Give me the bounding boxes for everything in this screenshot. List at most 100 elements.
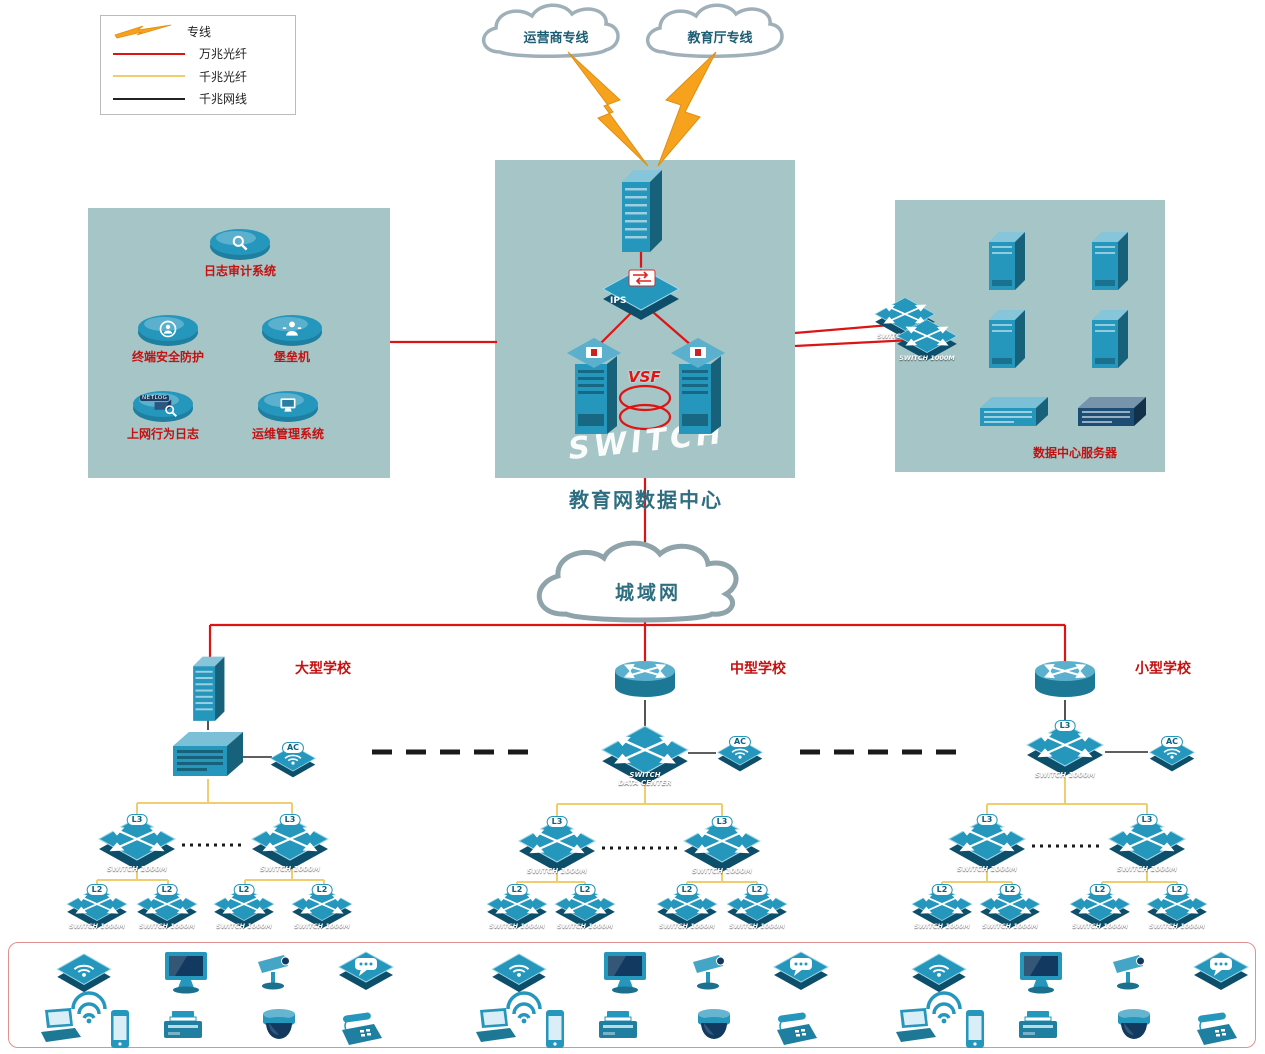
dome-camera-icon [1113, 1008, 1155, 1046]
smartphone-icon [962, 1008, 988, 1050]
wifi-signal-icon [503, 990, 545, 1026]
ac-tag: AC [1160, 736, 1184, 748]
rack-server-icon [978, 394, 1050, 430]
switch-label: SWITCH 1000M [691, 867, 753, 875]
school-medium-label: 中型学校 [730, 661, 786, 677]
l3-switch: L3 SWITCH 1000M [682, 816, 762, 875]
l2-switch: L2 SWITCH 1000M [1068, 884, 1132, 930]
fax-phone-icon [1191, 1008, 1241, 1050]
l3-switch: L3 SWITCH 1000M [947, 814, 1027, 873]
switch-label: SWITCH 1000M [956, 865, 1018, 873]
router-icon [613, 658, 677, 700]
dome-camera-icon [258, 1008, 300, 1046]
l2-switch: L2 SWITCH 1000M [553, 884, 617, 930]
switch-label: SWITCH 1000M [1034, 771, 1096, 779]
legend-row-1g-fiber: 千兆光纤 [113, 68, 283, 85]
red-line-icon [113, 52, 185, 55]
monitor-glyph-icon [278, 395, 298, 415]
firewall-icon [616, 164, 666, 256]
lightning-icon [114, 24, 172, 39]
log-audit-label: 日志审计系统 [203, 264, 276, 278]
switch-label: SWITCH 1000M [659, 922, 715, 930]
magnifier-icon [230, 233, 250, 253]
switch-tag: L2 [1089, 884, 1111, 896]
datacenter-title: 教育网数据中心 [569, 488, 723, 512]
ac-controller: AC [269, 742, 317, 779]
vsf-label: VSF [628, 368, 661, 386]
switch-tag: L3 [1136, 814, 1158, 826]
switch-tag: L3 [711, 816, 733, 828]
wireless-ap-icon [55, 952, 113, 994]
switch-label: SWITCH 1000M [914, 922, 970, 930]
ac-tag: AC [281, 742, 305, 754]
switch-label: DATA CENTER [618, 779, 672, 787]
l3-switch: L3 SWITCH 1000M [97, 814, 177, 873]
l2-switch: L2 SWITCH 1000M [725, 884, 789, 930]
yellow-line-icon [113, 75, 185, 78]
man-cloud-label: 城域网 [614, 582, 681, 604]
bastion-host-label: 堡垒机 [273, 350, 310, 364]
endpoint-security-label: 终端安全防护 [131, 350, 204, 364]
wifi-signal-icon [923, 990, 965, 1026]
switch-label: SWITCH 1000M [489, 922, 545, 930]
rack-server-icon [1076, 394, 1148, 430]
fax-phone-icon [771, 1008, 821, 1050]
desktop-monitor-icon [161, 950, 211, 996]
school-large-label: 大型学校 [295, 661, 351, 677]
switch-label: SWITCH 1000M [1116, 865, 1178, 873]
switch-label: SWITCH 1000M [216, 922, 272, 930]
switch-tag: L2 [746, 884, 768, 896]
legend-label: 万兆光纤 [199, 47, 248, 62]
printer-icon [1015, 1008, 1061, 1046]
lightning-bolt-carrier [567, 51, 649, 167]
smartphone-icon [107, 1008, 133, 1050]
switch-tag: L3 [126, 814, 148, 826]
legend-row-10g: 万兆光纤 [113, 45, 283, 62]
switch-tag: L2 [1166, 884, 1188, 896]
l3-switch: L3 SWITCH 1000M [250, 814, 330, 873]
legend: 专线 万兆光纤 千兆光纤 千兆网线 [100, 15, 296, 115]
switch-label: SWITCH 1000M [729, 922, 785, 930]
server-icon [1086, 228, 1130, 294]
video-chat-icon [1192, 950, 1250, 992]
switch-tag: L2 [86, 884, 108, 896]
switch-label: SWITCH 1000M [259, 865, 321, 873]
cctv-camera-icon [254, 950, 300, 996]
desktop-monitor-icon [1016, 950, 1066, 996]
ac-tag: AC [728, 736, 752, 748]
dome-camera-icon [693, 1008, 735, 1046]
black-line-icon [113, 97, 185, 100]
switch-label: SWITCH 1000M [1149, 922, 1205, 930]
legend-row-dedicated: 专线 [113, 23, 283, 40]
netlog-badge: NETLOG [140, 395, 170, 401]
switch-tag: L3 [279, 814, 301, 826]
switch-tag: L2 [233, 884, 255, 896]
ac-controller: AC [716, 736, 764, 773]
wireless-ap-icon [910, 952, 968, 994]
ops-mgmt-label: 运维管理系统 [251, 427, 324, 441]
serverzone-switch-2: SWITCH 1000M [895, 318, 959, 362]
l3-switch: L3 SWITCH 1000M [1107, 814, 1187, 873]
switch-tag: L3 [976, 814, 998, 826]
core-switch-tower-icon [565, 336, 623, 440]
server-icon [1086, 306, 1130, 372]
school-firewall-icon [186, 652, 230, 724]
switch-label: SWITCH 1000M [294, 922, 350, 930]
switch-tag: L3 [546, 816, 568, 828]
netlog-label: 上网行为日志 [126, 427, 199, 441]
carrier-cloud-label: 运营商专线 [523, 31, 589, 46]
switch-tag: L2 [156, 884, 178, 896]
bastion-host-icon [260, 312, 324, 352]
l2-switch: L2 SWITCH 1000M [135, 884, 199, 930]
switch-label: SWITCH 1000M [1072, 922, 1128, 930]
printer-icon [160, 1008, 206, 1046]
legend-label: 千兆光纤 [199, 69, 248, 84]
fax-phone-icon [336, 1008, 386, 1050]
switch-label: SWITCH 1000M [526, 867, 588, 875]
netlog-icon: NETLOG [131, 388, 195, 428]
wireless-ap-icon [490, 952, 548, 994]
legend-label: 专线 [187, 24, 212, 39]
edu-cloud-label: 教育厅专线 [687, 31, 753, 46]
switch-tag: L2 [311, 884, 333, 896]
